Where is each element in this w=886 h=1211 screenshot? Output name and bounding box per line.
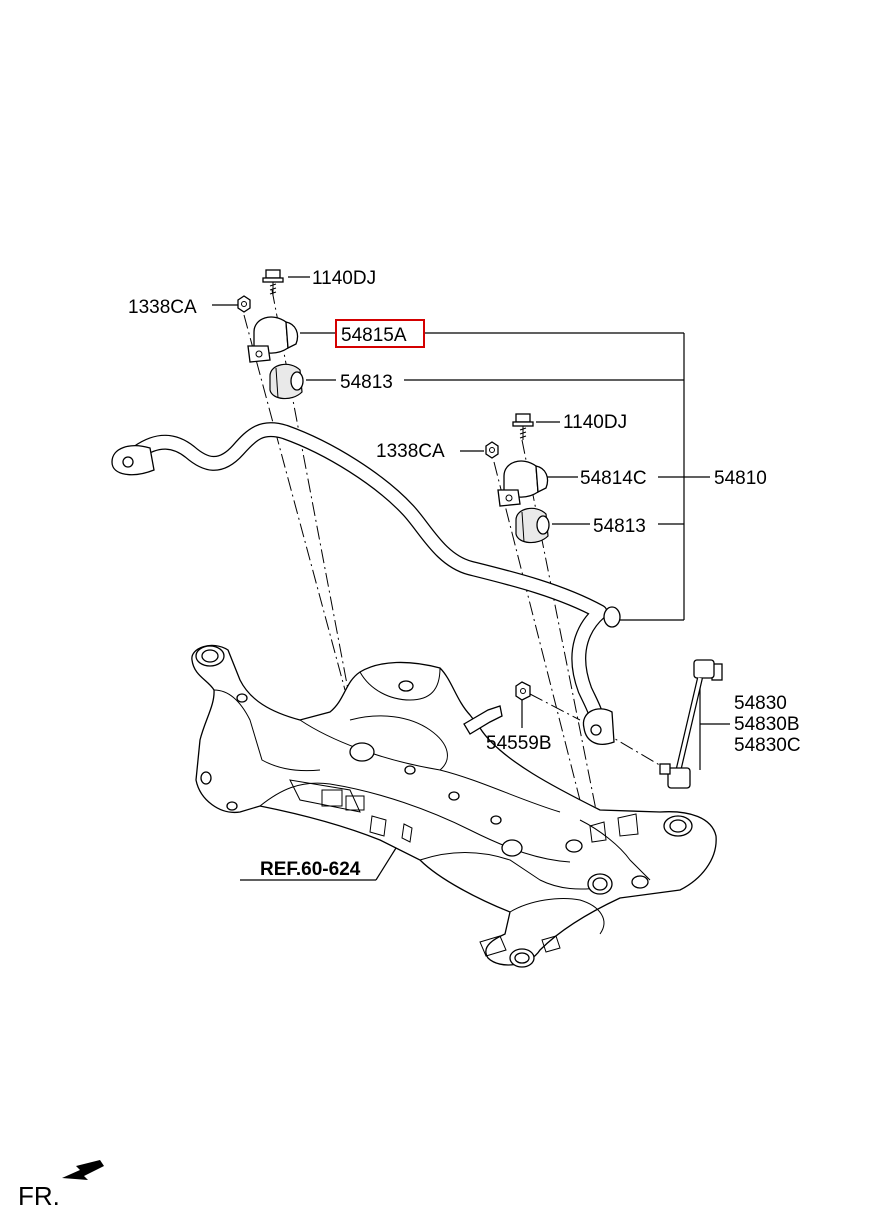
bracket-icon <box>497 460 549 507</box>
label-link-1[interactable]: 54830 <box>734 693 787 714</box>
label-stabilizer-bar[interactable]: 54810 <box>714 468 767 489</box>
label-bolt-top[interactable]: 1140DJ <box>312 268 376 289</box>
label-link-3[interactable]: 54830C <box>734 735 801 756</box>
label-nut-mid[interactable]: 1338CA <box>376 441 445 462</box>
leader-lines <box>212 276 730 881</box>
label-link-2[interactable]: 54830B <box>734 714 800 735</box>
bushing-icon <box>515 507 550 544</box>
label-front: FR. <box>18 1181 60 1211</box>
label-bracket-mid[interactable]: 54814C <box>580 468 647 489</box>
bolt-icon <box>512 413 534 440</box>
subframe-icon <box>191 644 717 968</box>
label-reference[interactable]: REF.60-624 <box>260 859 361 880</box>
highlight-box <box>335 319 425 348</box>
nut-icon <box>237 295 251 313</box>
label-bolt-mid[interactable]: 1140DJ <box>563 412 627 433</box>
label-bushing-top[interactable]: 54813 <box>340 372 393 393</box>
top-mount-group <box>237 269 304 400</box>
label-bushing-mid[interactable]: 54813 <box>593 516 646 537</box>
link-nut-icon <box>515 681 531 701</box>
bushing-icon <box>269 363 304 400</box>
label-nut-top[interactable]: 1338CA <box>128 297 197 318</box>
front-arrow-icon <box>62 1160 104 1180</box>
mid-mount-group <box>485 413 550 544</box>
nut-icon <box>485 441 499 459</box>
bolt-icon <box>262 269 284 296</box>
stabilizer-link-icon <box>659 659 723 789</box>
label-link-nut[interactable]: 54559B <box>486 733 552 754</box>
label-bracket-highlighted[interactable]: 54815A <box>341 325 407 346</box>
stabilizer-bar <box>111 422 621 745</box>
bracket-icon <box>247 316 299 363</box>
